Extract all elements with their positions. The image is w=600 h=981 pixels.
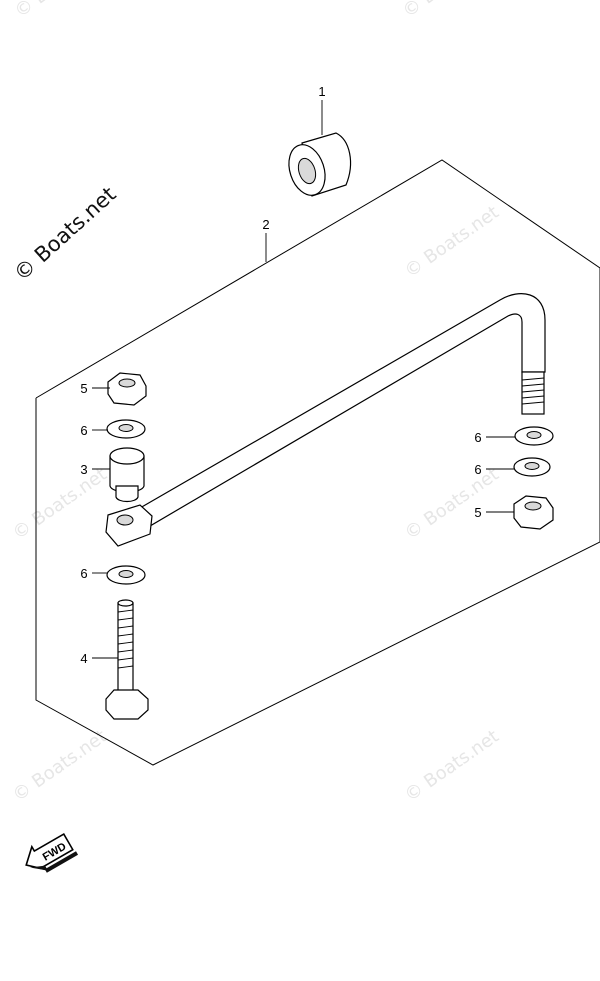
callout-6-left-bottom[interactable]: 6 <box>80 566 87 581</box>
callout-5-left[interactable]: 5 <box>80 381 87 396</box>
part-3-bushing <box>109 447 145 503</box>
faint-watermarks: © Boats.net © Boats.net © Boats.net © Bo… <box>9 0 503 806</box>
callout-4[interactable]: 4 <box>80 651 87 666</box>
watermark-faint: © Boats.net <box>399 0 501 22</box>
leader-lines <box>92 100 515 659</box>
part-6-washer-right-top <box>514 426 554 446</box>
part-1-grommet <box>288 132 352 197</box>
watermark-main: © Boats.net <box>9 182 120 286</box>
part-2-rod <box>105 293 546 547</box>
callout-6-left-top[interactable]: 6 <box>80 423 87 438</box>
watermark-faint: © Boats.net <box>9 726 111 806</box>
part-6-washer-right-middle <box>513 457 551 477</box>
fwd-badge: FWD <box>25 832 79 873</box>
callout-1[interactable]: 1 <box>318 84 325 99</box>
callout-6-right-top[interactable]: 6 <box>474 430 481 445</box>
part-6-washer-left-top <box>106 419 146 439</box>
watermark-faint: © Boats.net <box>401 202 503 282</box>
watermark-faint: © Boats.net <box>11 0 113 22</box>
watermark-faint: © Boats.net <box>9 464 111 544</box>
part-4-bolt <box>105 599 149 720</box>
callout-2[interactable]: 2 <box>262 217 269 232</box>
watermark-faint: © Boats.net <box>401 464 503 544</box>
callout-5-right[interactable]: 5 <box>474 505 481 520</box>
assembly-box <box>35 159 600 766</box>
part-6-washer-left-bottom <box>106 565 146 585</box>
part-5-nut-right <box>513 495 554 530</box>
callout-6-right-middle[interactable]: 6 <box>474 462 481 477</box>
part-5-nut-left <box>107 372 147 406</box>
callout-3[interactable]: 3 <box>80 462 87 477</box>
watermark-faint: © Boats.net <box>401 726 503 806</box>
